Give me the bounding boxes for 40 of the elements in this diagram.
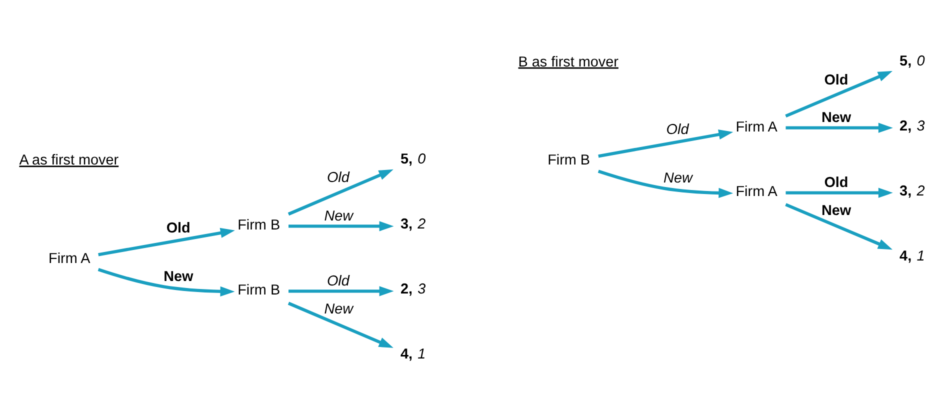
arrow: [288, 168, 394, 216]
edge-label: Old: [326, 273, 350, 290]
node-text: Firm B: [238, 217, 280, 234]
edge-label: New: [664, 170, 692, 186]
node-text: Firm A: [736, 184, 778, 200]
node-text: 5, 0: [400, 151, 426, 168]
node-text: Firm B: [548, 152, 590, 168]
edge-label: Old: [666, 121, 689, 138]
node-text: 2, 3: [900, 118, 925, 134]
arrow: [786, 187, 893, 198]
arrow: [288, 301, 394, 348]
arrow: [786, 122, 893, 132]
arrow: [598, 169, 734, 198]
node-text: 2, 3: [400, 281, 426, 298]
node-text: 5, 0: [900, 52, 925, 69]
edge-label: New: [164, 268, 194, 285]
label: B as first mover: [518, 54, 618, 70]
node-text: 4, 1: [400, 346, 426, 362]
edge-label: New: [324, 301, 354, 318]
arrow: [598, 129, 734, 158]
label: A as first mover: [19, 152, 119, 168]
node-text: Firm A: [48, 250, 90, 267]
arrow: [98, 268, 235, 296]
arrow: [288, 286, 394, 296]
node-text: 3, 2: [900, 182, 925, 199]
edge-label: Old: [824, 174, 848, 191]
node-text: Firm A: [736, 118, 778, 135]
node-text: 3, 2: [400, 216, 426, 232]
arrow: [288, 220, 394, 231]
edge-label: New: [821, 202, 852, 219]
edge-label: New: [324, 208, 354, 224]
arrow: [785, 202, 892, 250]
edge-label: Old: [326, 169, 350, 186]
node-text: Firm B: [238, 282, 280, 298]
arrow: [98, 227, 235, 256]
edge-label: New: [821, 110, 852, 126]
arrow: [785, 70, 892, 118]
edge-label: Old: [166, 220, 190, 236]
node-text: 4, 1: [900, 248, 925, 264]
edge-label: Old: [824, 72, 848, 88]
